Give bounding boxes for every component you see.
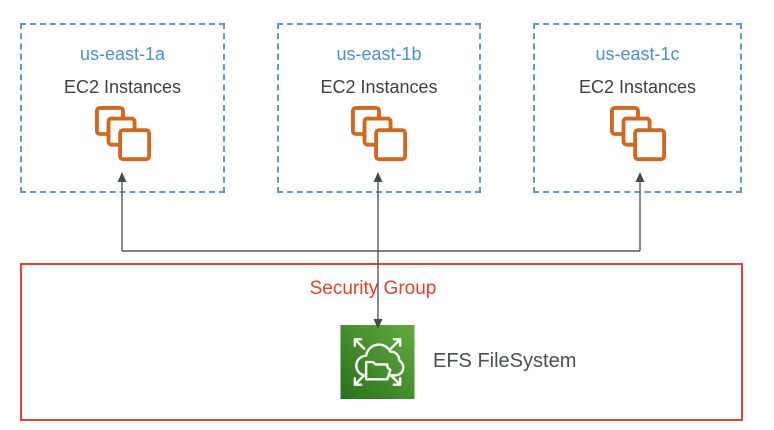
efs-filesystem-icon [340, 325, 415, 399]
ec2-instances-icon [94, 105, 151, 162]
efs-filesystem-label: EFS FileSystem [433, 350, 577, 372]
folder-icon [364, 360, 392, 381]
expand-arrows-icon [353, 338, 402, 386]
availability-zone-us-east-1a: us-east-1a EC2 Instances [20, 23, 225, 193]
ec2-instances-label: EC2 Instances [578, 77, 697, 97]
ec2-instances-label: EC2 Instances [63, 77, 182, 97]
zone-title: us-east-1a [79, 44, 166, 64]
efs-icon-background [340, 325, 415, 399]
ec2-instances-icon [350, 105, 408, 162]
ec2-instances-label: EC2 Instances [320, 77, 438, 97]
security-group-label: Security Group [309, 278, 437, 299]
availability-zone-us-east-1c: us-east-1c EC2 Instances [533, 23, 742, 193]
zone-title: us-east-1b [336, 44, 422, 64]
ec2-instances-icon [609, 105, 666, 162]
availability-zone-us-east-1b: us-east-1b EC2 Instances [277, 23, 481, 193]
zone-title: us-east-1c [595, 44, 680, 64]
cloud-icon [355, 343, 405, 377]
